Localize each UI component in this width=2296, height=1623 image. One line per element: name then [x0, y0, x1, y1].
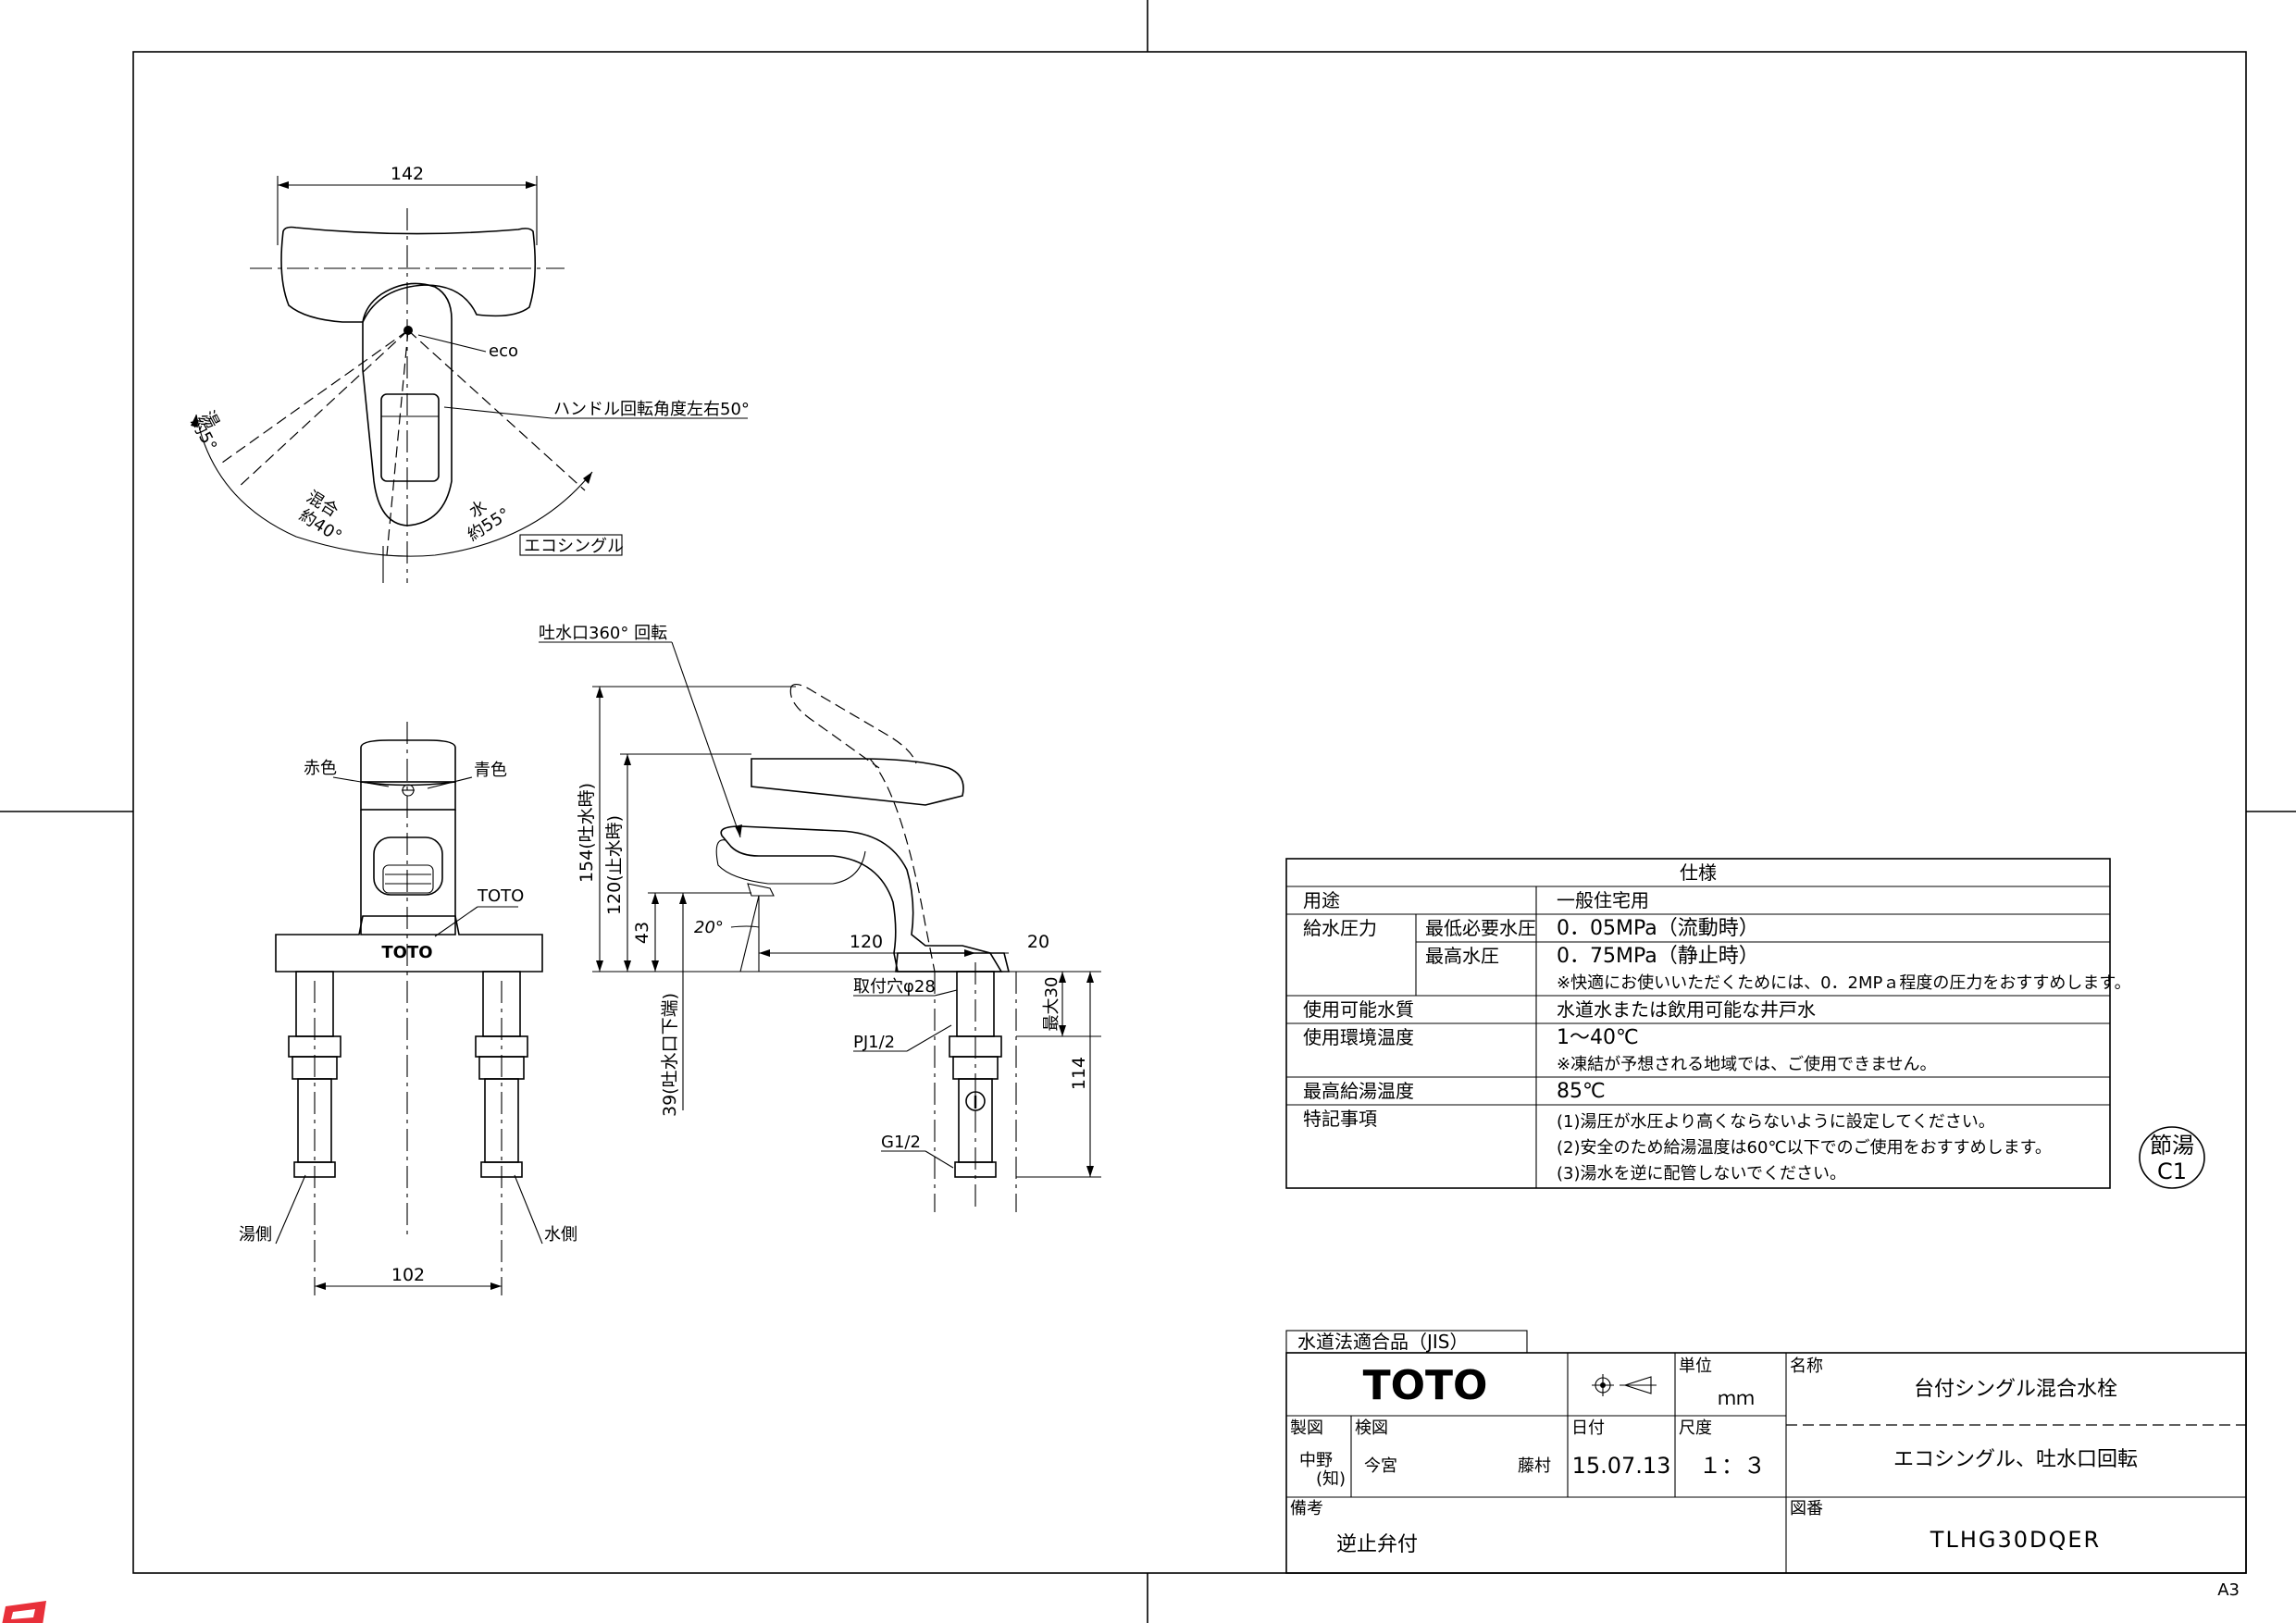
- front-view: TOTO 102 赤色 青色 TOTO 湯側 水側: [239, 722, 577, 1295]
- drawing-no-label: 図番: [1790, 1499, 1823, 1518]
- dim-114: 114: [1069, 1057, 1089, 1090]
- dim-43: 43: [632, 922, 652, 944]
- hot-side-label: 湯側: [239, 1225, 272, 1245]
- spec-label-5: 最高給湯温度: [1303, 1080, 1414, 1102]
- spec-sub-1: 最低必要水圧: [1425, 917, 1536, 939]
- remarks-label: 備考: [1290, 1499, 1323, 1518]
- stamp-line1: 節湯: [2150, 1133, 2194, 1158]
- spec-label-6: 特記事項: [1303, 1108, 1377, 1130]
- scale-label: 尺度: [1679, 1419, 1712, 1438]
- corner-mark-icon: [2, 1601, 46, 1623]
- blue-label: 青色: [474, 761, 507, 780]
- scale-value: １：３: [1699, 1453, 1766, 1479]
- spec-label-1: 給水圧力: [1303, 917, 1377, 939]
- spec-value-0: 一般住宅用: [1557, 889, 1649, 911]
- dim-20: 20: [1027, 932, 1049, 952]
- spec-label-0: 用途: [1303, 889, 1340, 911]
- checked-value: 今宮: [1364, 1456, 1397, 1476]
- name-label: 名称: [1790, 1357, 1823, 1376]
- top-view: 142 eco ハンドル回転角度左右50° 湯 約5° 混合 約40° 水: [187, 164, 750, 583]
- date-label: 日付: [1571, 1419, 1605, 1438]
- spec-value-4: 1～40℃: [1557, 1026, 1639, 1049]
- drawn-value2: (知): [1316, 1469, 1346, 1489]
- remarks-value: 逆止弁付: [1336, 1533, 1418, 1556]
- drawn-value1: 中野: [1299, 1451, 1333, 1470]
- approved-value: 藤村: [1518, 1456, 1551, 1476]
- cold-side-label: 水側: [544, 1225, 577, 1245]
- eco-single-tag: エコシングル: [524, 537, 624, 556]
- dim-max30: 最大30: [1042, 977, 1061, 1032]
- water-saving-stamp: 節湯 C1: [2139, 1126, 2205, 1189]
- spec-extra-0: (2)安全のため給湯温度は60℃以下でのご使用をおすすめします。: [1557, 1138, 2052, 1158]
- checked-label: 検図: [1355, 1419, 1388, 1438]
- dim-120: 120(止水時): [604, 815, 625, 915]
- spec-value-1: 0．05MPa（流動時）: [1557, 917, 1759, 940]
- spec-title: 仕様: [1680, 861, 1717, 884]
- spec-value-2: 0．75MPa（静止時）: [1557, 945, 1759, 968]
- stamp-line2: C1: [2157, 1158, 2187, 1184]
- dim-142: 142: [391, 164, 424, 184]
- subname-value: エコシングル、吐水口回転: [1893, 1448, 2138, 1471]
- angle-20: 20°: [694, 918, 724, 937]
- drawing-no-value: TLHG30DQER: [1930, 1527, 2101, 1553]
- jis-label: 水道法適合品（JIS）: [1297, 1331, 1469, 1353]
- handle-rotation-label: ハンドル回転角度左右50°: [553, 400, 750, 419]
- unit-value: ｍｍ: [1718, 1387, 1755, 1409]
- dim-120-reach: 120: [850, 932, 883, 952]
- red-label: 赤色: [304, 759, 337, 778]
- spec-sub-2: 最高水圧: [1425, 945, 1499, 967]
- spec-value-6: (1)湯圧が水圧より高くならないように設定してください。: [1557, 1112, 1995, 1132]
- projection-symbol-icon: [1592, 1374, 1657, 1396]
- title-block: 水道法適合品（JIS） TOTO 単位 ｍｍ 名称 台付シングル混合水栓 エコシ…: [1285, 1330, 2247, 1574]
- dim-102: 102: [391, 1265, 425, 1285]
- spec-extra-1: (3)湯水を逆に配管しないでください。: [1557, 1164, 1846, 1183]
- side-view: 154(吐水時) 120(止水時) 43 39(吐水口下端) 20° 120 2…: [539, 624, 1101, 1212]
- g-label: G1/2: [881, 1133, 921, 1152]
- spec-value-3: 水道水または飲用可能な井戸水: [1557, 998, 1816, 1021]
- spec-table: 仕様 用途 一般住宅用 給水圧力 最低必要水圧 0．05MPa（流動時） 最高水…: [1285, 858, 2131, 1189]
- spec-label-3: 使用可能水質: [1303, 998, 1414, 1021]
- spec-note-2: ※快適にお使いいただくためには、0．2MPａ程度の圧力をおすすめします。: [1557, 973, 2131, 993]
- dim-39: 39(吐水口下端): [660, 993, 680, 1117]
- toto-logo: TOTO: [1363, 1362, 1488, 1409]
- drawn-label: 製図: [1290, 1419, 1323, 1438]
- pj-label: PJ1/2: [853, 1033, 895, 1052]
- spout-rotation-label: 吐水口360° 回転: [539, 624, 667, 643]
- name-value: 台付シングル混合水栓: [1914, 1378, 2117, 1401]
- spec-label-4: 使用環境温度: [1303, 1026, 1414, 1048]
- sheet-size: A3: [2217, 1580, 2240, 1600]
- mount-hole-label: 取付穴φ28: [853, 977, 936, 997]
- dim-154: 154(吐水時): [577, 783, 597, 883]
- brand-base: TOTO: [381, 943, 432, 962]
- spec-note-4: ※凍結が予想される地域では、ご使用できません。: [1557, 1055, 1937, 1074]
- unit-label: 単位: [1679, 1357, 1712, 1376]
- date-value: 15.07.13: [1572, 1453, 1671, 1479]
- spec-value-5: 85℃: [1557, 1080, 1606, 1103]
- eco-label: eco: [489, 341, 518, 361]
- toto-label: TOTO: [477, 886, 524, 906]
